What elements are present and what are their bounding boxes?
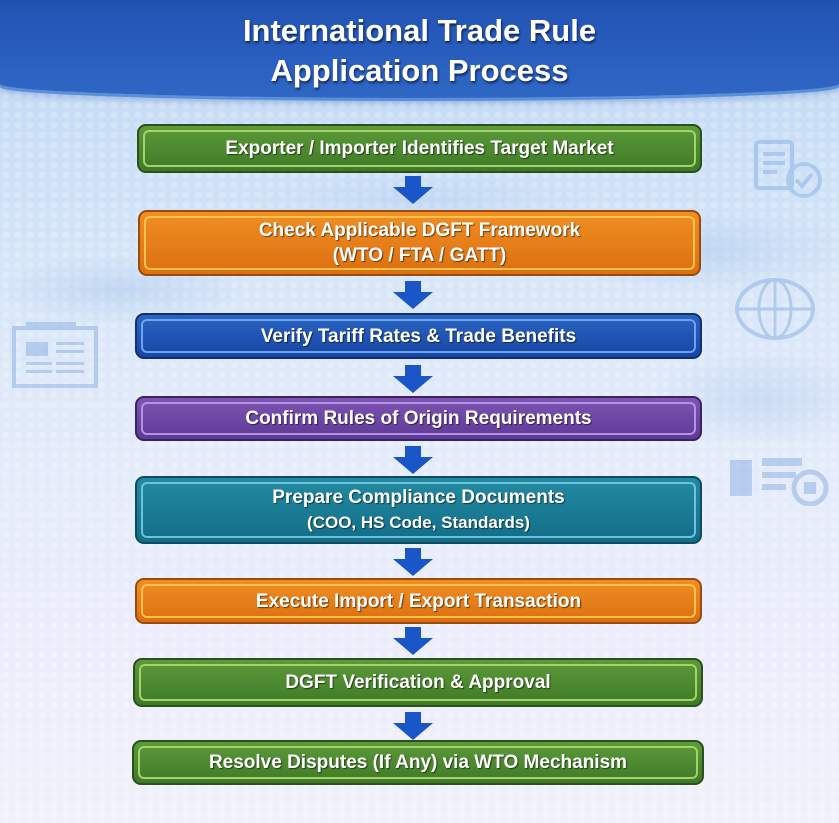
step-label: Exporter / Importer Identifies Target Ma…: [225, 138, 614, 159]
step-execute-transaction: Execute Import / Export Transaction: [135, 578, 702, 624]
arrow-down-icon: [393, 548, 433, 576]
step-resolve-disputes: Resolve Disputes (If Any) via WTO Mechan…: [132, 740, 704, 785]
arrow-down-icon: [393, 627, 433, 655]
step-identify-target-market: Exporter / Importer Identifies Target Ma…: [137, 124, 702, 173]
arrow-down-icon: [393, 281, 433, 309]
globe-icon: [735, 278, 815, 340]
step-label: Confirm Rules of Origin Requirements: [245, 408, 592, 429]
title-line-1: International Trade Rule: [242, 13, 597, 48]
title-line-2: Application Process: [270, 53, 569, 88]
step-check-dgft-framework: Check Applicable DGFT Framework (WTO / F…: [138, 210, 701, 276]
step-dgft-verification: DGFT Verification & Approval: [133, 658, 703, 707]
arrow-down-icon: [393, 712, 433, 740]
arrow-down-icon: [393, 365, 433, 393]
step-label: DGFT Verification & Approval: [285, 672, 551, 693]
step-label: Resolve Disputes (If Any) via WTO Mechan…: [208, 752, 628, 773]
step-sublabel: (COO, HS Code, Standards): [307, 513, 530, 532]
arrow-down-icon: [393, 176, 433, 204]
step-label: Verify Tariff Rates & Trade Benefits: [260, 325, 577, 347]
id-card-icon: [730, 458, 829, 506]
document-icon: [12, 322, 98, 388]
arrow-down-icon: [393, 446, 433, 474]
step-label: Check Applicable DGFT Framework: [258, 220, 581, 241]
header-banner: International Trade Rule Application Pro…: [0, 0, 839, 98]
step-label: Execute Import / Export Transaction: [255, 590, 582, 612]
step-prepare-compliance-documents: Prepare Compliance Documents (COO, HS Co…: [135, 476, 702, 544]
step-verify-tariff-rates: Verify Tariff Rates & Trade Benefits: [135, 313, 702, 359]
step-label: Prepare Compliance Documents: [272, 487, 565, 508]
step-sublabel: (WTO / FTA / GATT): [332, 245, 507, 266]
step-confirm-rules-of-origin: Confirm Rules of Origin Requirements: [135, 396, 702, 441]
document-check-icon: [754, 140, 822, 198]
